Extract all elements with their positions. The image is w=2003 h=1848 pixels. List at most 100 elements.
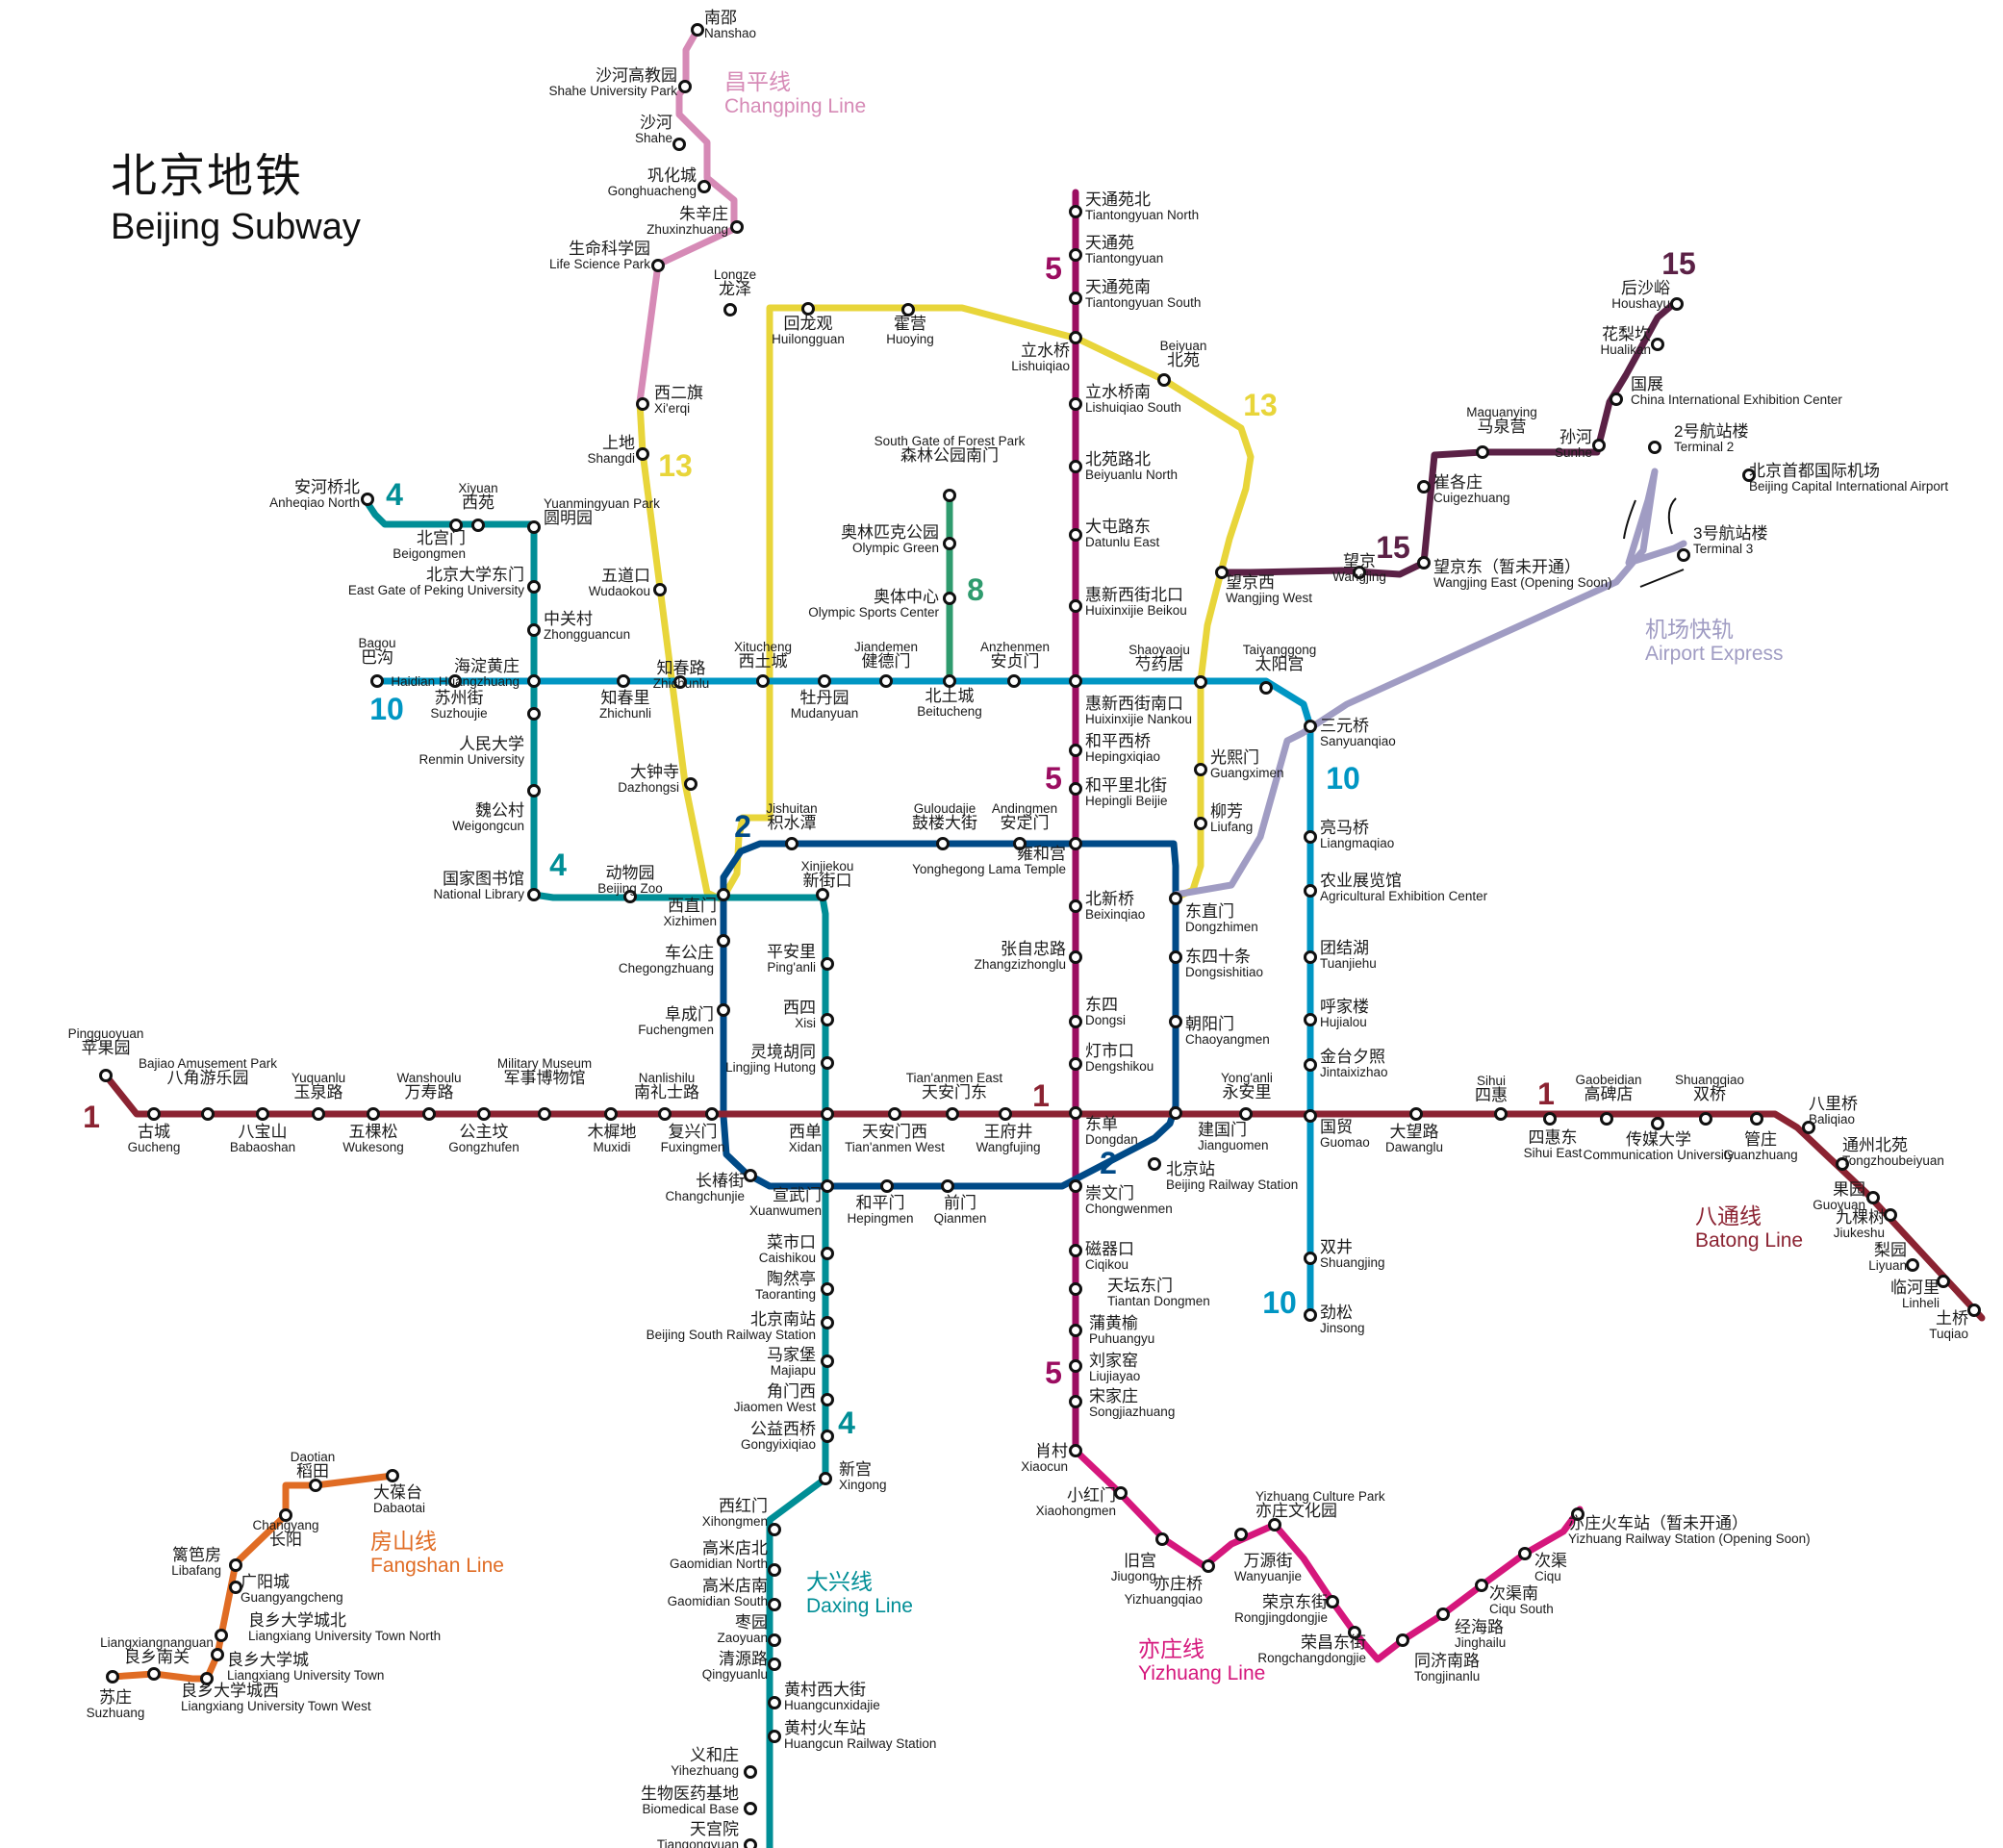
station-life-science-park[interactable] — [651, 259, 665, 272]
station-huangcun-railway-station[interactable] — [768, 1730, 781, 1743]
station-babaoshan[interactable] — [256, 1107, 269, 1121]
station-tian-anmen-east[interactable] — [946, 1107, 959, 1121]
station-guanzhuang[interactable] — [1750, 1112, 1763, 1126]
station-haidian-huangzhuang[interactable] — [527, 674, 541, 688]
station-huoying[interactable] — [901, 303, 915, 316]
station-gaomidian-north[interactable] — [768, 1563, 781, 1577]
station-qianmen[interactable] — [941, 1179, 954, 1193]
station-zhichunli[interactable] — [617, 674, 630, 688]
station-yihezhuang[interactable] — [744, 1765, 757, 1779]
station-beixinqiao[interactable] — [1069, 899, 1082, 913]
station-maquanying[interactable] — [1476, 445, 1489, 459]
station-suzhuang[interactable] — [106, 1670, 119, 1683]
station-huangcunxidajie[interactable] — [768, 1696, 781, 1709]
station-anheqiao-north[interactable] — [361, 493, 374, 506]
station-taiyanggong[interactable] — [1259, 681, 1273, 695]
station-xiaohongmen[interactable] — [1114, 1486, 1128, 1500]
station-gongyixiqiao[interactable] — [821, 1430, 834, 1443]
station-liyuan[interactable] — [1906, 1258, 1919, 1272]
station-majiapu[interactable] — [821, 1354, 834, 1368]
station-mudanyuan[interactable] — [818, 674, 831, 688]
station-xi-erqi[interactable] — [636, 397, 649, 411]
station-ciqu[interactable] — [1518, 1547, 1532, 1560]
station-ping-anli[interactable] — [821, 957, 834, 971]
station-nanshao[interactable] — [691, 23, 704, 37]
station-guomao[interactable] — [1304, 1109, 1317, 1123]
station-sanyuanqiao[interactable] — [1304, 720, 1317, 733]
station-national-library[interactable] — [527, 888, 541, 901]
station-east-gate-of-peking-university[interactable] — [527, 580, 541, 594]
station-dongzhimen[interactable] — [1169, 892, 1182, 905]
station-shahe-university-park[interactable] — [678, 80, 692, 93]
station-beijing-capital-international-airport[interactable] — [1742, 468, 1756, 482]
station-liangmaqiao[interactable] — [1304, 830, 1317, 844]
station-tongzhoubeiyuan[interactable] — [1836, 1157, 1849, 1171]
station-songjiazhuang[interactable] — [1069, 1395, 1082, 1408]
station-bagou[interactable] — [370, 674, 384, 688]
station-xihongmen[interactable] — [768, 1523, 781, 1536]
station-agricultural-exhibition-center[interactable] — [1304, 884, 1317, 898]
station-huixinxijie-beikou[interactable] — [1069, 599, 1082, 613]
station-longze[interactable] — [723, 303, 737, 316]
station-ciqu-south[interactable] — [1475, 1579, 1488, 1592]
station-puhuangyu[interactable] — [1069, 1324, 1082, 1337]
station-yizhuangqiao[interactable] — [1202, 1559, 1215, 1573]
station-liangxiangnanguan[interactable] — [147, 1667, 161, 1681]
station-yizhuang-culture-park[interactable] — [1234, 1528, 1248, 1541]
station-dabaotai[interactable] — [386, 1469, 399, 1482]
station-datunlu-east[interactable] — [1069, 528, 1082, 542]
station-yuanmingyuan-park[interactable] — [527, 520, 541, 534]
station-fuxingmen[interactable] — [705, 1107, 719, 1121]
station-dengshikou[interactable] — [1069, 1057, 1082, 1071]
station-wanshoulu[interactable] — [422, 1107, 436, 1121]
station-jiugong[interactable] — [1155, 1532, 1169, 1546]
station-yuquanlu[interactable] — [312, 1107, 325, 1121]
station-wanyuanjie[interactable] — [1268, 1518, 1281, 1532]
station-chaoyangmen[interactable] — [1169, 1015, 1182, 1028]
station-hepingmen[interactable] — [880, 1179, 894, 1193]
station-tiantongyuan-north[interactable] — [1069, 205, 1082, 218]
station-lishuiqiao-south[interactable] — [1069, 397, 1082, 411]
station-yonghegong-lama-temple[interactable] — [1069, 837, 1082, 850]
station-cuigezhuang[interactable] — [1417, 480, 1431, 494]
station-tiangongyuan[interactable] — [744, 1838, 757, 1848]
station-wudaokou[interactable] — [653, 583, 667, 596]
station-gucheng[interactable] — [147, 1107, 161, 1121]
station-tiantongyuan[interactable] — [1069, 248, 1082, 262]
station-hujialou[interactable] — [1304, 1013, 1317, 1026]
station-beijing-south-railway-station[interactable] — [821, 1316, 834, 1329]
station-gaobeidian[interactable] — [1600, 1112, 1613, 1126]
station-rongchangdongjie[interactable] — [1348, 1626, 1361, 1639]
station-chegongzhuang[interactable] — [717, 934, 730, 948]
station-yizhuang-railway-station-opening-soon[interactable] — [1571, 1507, 1585, 1521]
station-xuanwumen[interactable] — [821, 1179, 834, 1193]
station-xiaocun[interactable] — [1069, 1444, 1082, 1457]
station-liujiayao[interactable] — [1069, 1359, 1082, 1373]
station-muxidi[interactable] — [604, 1107, 618, 1121]
station-liufang[interactable] — [1194, 817, 1207, 830]
station-houshayu[interactable] — [1670, 297, 1684, 311]
station-wukesong[interactable] — [367, 1107, 380, 1121]
station-gonghuacheng[interactable] — [697, 180, 711, 193]
station-xingong[interactable] — [819, 1472, 832, 1485]
station-biomedical-base[interactable] — [744, 1802, 757, 1815]
station-jishuitan[interactable] — [785, 837, 799, 850]
station-sihui[interactable] — [1494, 1107, 1508, 1121]
station-fuchengmen[interactable] — [717, 1003, 730, 1017]
station-taoranting[interactable] — [821, 1282, 834, 1296]
station-shangdi[interactable] — [636, 447, 649, 461]
station-anzhenmen[interactable] — [1007, 674, 1021, 688]
station-south-gate-of-forest-park[interactable] — [943, 489, 956, 502]
station-beitucheng[interactable] — [943, 674, 956, 688]
station-guoyuan[interactable] — [1866, 1191, 1880, 1204]
station-jiandemen[interactable] — [879, 674, 893, 688]
station-olympic-sports-center[interactable] — [943, 592, 956, 605]
station-libafang[interactable] — [229, 1558, 242, 1572]
station-tian-anmen-west[interactable] — [888, 1107, 901, 1121]
station-nanlishilu[interactable] — [658, 1107, 672, 1121]
station-dawanglu[interactable] — [1409, 1107, 1423, 1121]
station-ciqikou[interactable] — [1069, 1244, 1082, 1257]
station-beijing-railway-station[interactable] — [1148, 1157, 1161, 1171]
station-xitucheng[interactable] — [756, 674, 770, 688]
station-wangjing-east-opening-soon[interactable] — [1417, 556, 1431, 570]
